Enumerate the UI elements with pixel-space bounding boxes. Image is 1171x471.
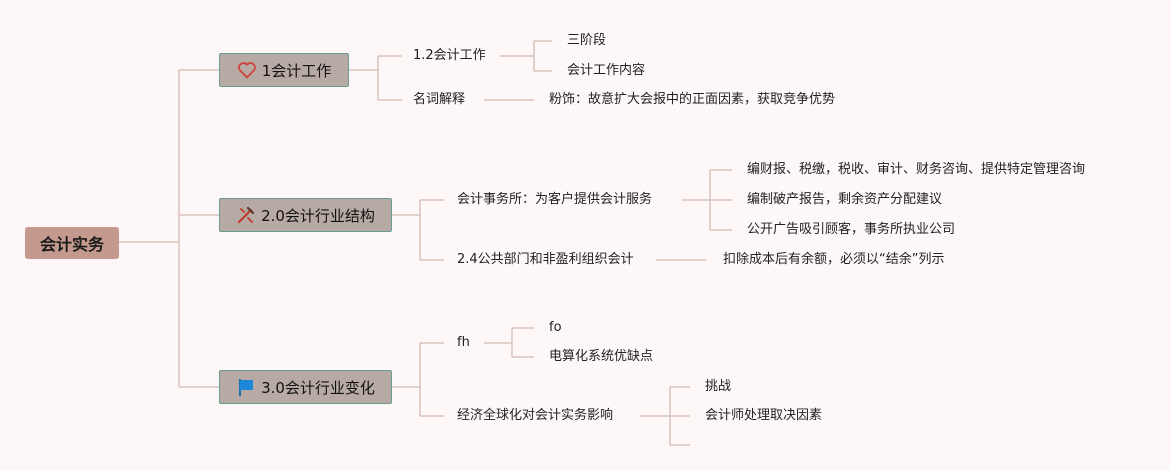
leaf-3-2-2[interactable]: 会计师处理取决因素 xyxy=(705,408,823,423)
subtopic-3-1[interactable]: fh xyxy=(457,335,470,350)
leaf-2-1-2[interactable]: 编制破产报告，剩余资产分配建议 xyxy=(747,192,943,207)
heart-icon xyxy=(237,62,256,79)
branch-label: 2.0会计行业结构 xyxy=(261,206,375,225)
subtopic-1-1[interactable]: 1.2会计工作 xyxy=(413,48,486,63)
leaf-2-1-3[interactable]: 公开广告吸引顾客，事务所执业公司 xyxy=(747,222,956,237)
flag-icon xyxy=(239,379,254,396)
branch-topic-3[interactable]: 3.0会计行业变化 xyxy=(219,370,392,404)
leaf-2-2-1[interactable]: 扣除成本后有余额，必须以“结余”列示 xyxy=(723,252,945,267)
leaf-3-2-1[interactable]: 挑战 xyxy=(705,379,732,394)
leaf-2-1-1[interactable]: 编财报、税缴，税收、审计、财务咨询、提供特定管理咨询 xyxy=(747,162,1086,177)
tools-icon xyxy=(237,206,255,224)
subtopic-1-2[interactable]: 名词解释 xyxy=(413,92,466,107)
branch-label: 3.0会计行业变化 xyxy=(261,378,375,397)
leaf-1-2-1[interactable]: 粉饰：故意扩大会报中的正面因素，获取竞争优势 xyxy=(549,92,836,107)
subtopic-3-2[interactable]: 经济全球化对会计实务影响 xyxy=(457,408,614,423)
leaf-3-1-1[interactable]: fo xyxy=(549,320,562,335)
root-topic[interactable]: 会计实务 xyxy=(25,227,119,259)
leaf-1-1-2[interactable]: 会计工作内容 xyxy=(567,63,646,78)
leaf-3-1-2[interactable]: 电算化系统优缺点 xyxy=(549,349,654,364)
branch-topic-1[interactable]: 1会计工作 xyxy=(219,53,349,87)
branch-topic-2[interactable]: 2.0会计行业结构 xyxy=(219,198,392,232)
branch-label: 1会计工作 xyxy=(261,61,332,80)
leaf-1-1-1[interactable]: 三阶段 xyxy=(567,33,607,48)
subtopic-2-1[interactable]: 会计事务所：为客户提供会计服务 xyxy=(457,192,653,207)
subtopic-2-2[interactable]: 2.4公共部门和非盈利组织会计 xyxy=(457,252,634,267)
